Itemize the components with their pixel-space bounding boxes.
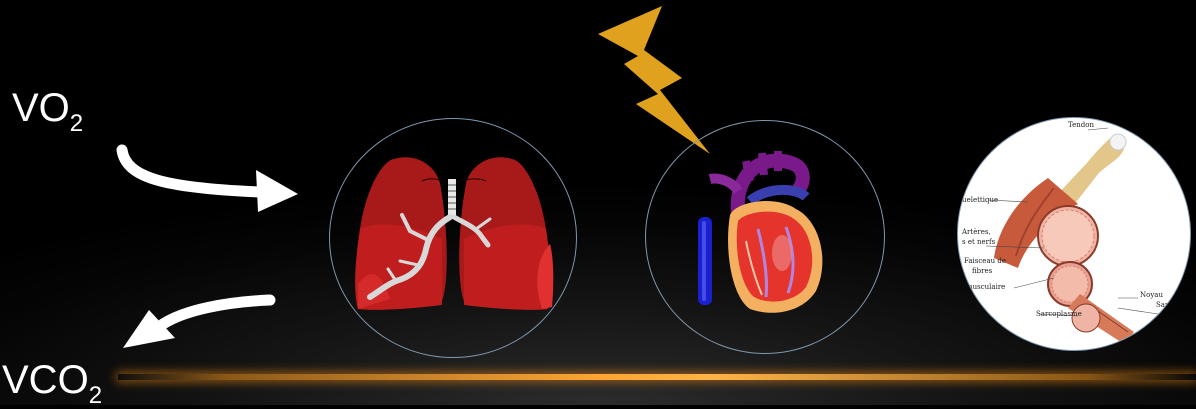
lungs-icon [330,119,576,357]
label-sarcoplasme: Sarcoplasme [1036,311,1082,318]
floor-glow-line [118,374,1196,380]
inflow-arrow [110,140,300,220]
label-sarcolemme: Sarcolem [1156,302,1189,309]
label-faisceau-1: Faisceau de [964,258,1006,265]
muscle-circle: Tendon squelettique Artères, s et nerfs … [957,117,1191,351]
label-arteres: Artères, [962,229,991,236]
label-squelettique: squelettique [957,197,998,204]
label-tendon: Tendon [1068,122,1094,129]
label-faisceau-2: fibres [972,268,992,275]
vo2-text: VO [12,86,70,130]
vo2-label: VO2 [12,88,83,128]
label-musculaire: musculaire [966,284,1005,291]
lungs-circle [329,118,577,358]
vco2-label: VCO2 [2,360,102,400]
heart-icon [646,121,884,353]
vo2-subscript: 2 [70,110,83,137]
heart-circle [645,120,885,354]
label-nerfs: s et nerfs [962,239,995,246]
vco2-text: VCO [2,358,89,402]
label-noyau: Noyau [1140,292,1163,299]
outflow-arrow [115,290,285,360]
